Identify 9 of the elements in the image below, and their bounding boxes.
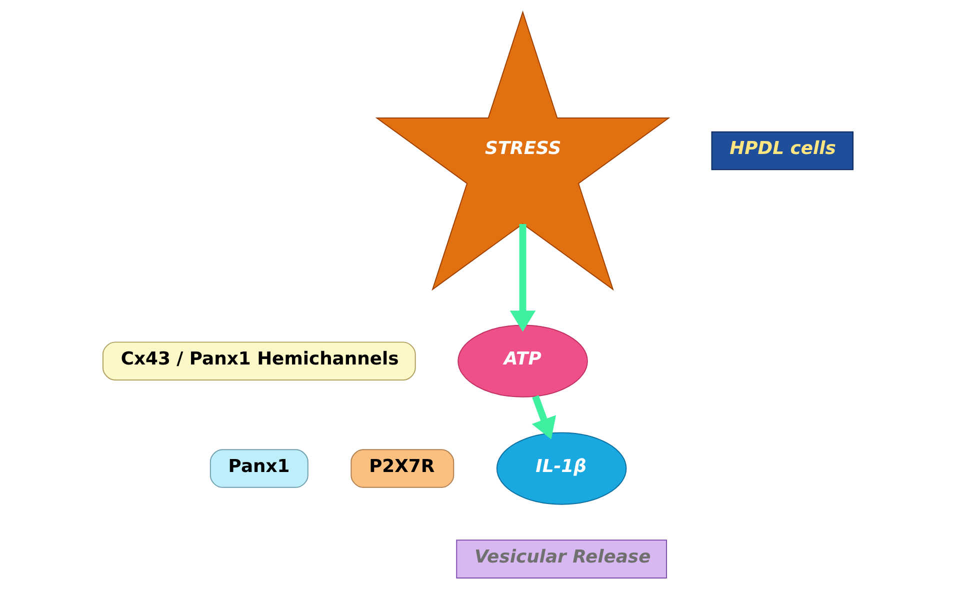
node-box: Cx43 / Panx1 Hemichannels	[102, 342, 416, 380]
node-ellipse: IL-1β	[496, 432, 627, 505]
node-box: Panx1	[210, 449, 308, 488]
node-box: P2X7R	[350, 449, 454, 488]
arrow	[510, 224, 536, 332]
node-box: HPDL cells	[711, 131, 854, 170]
node-ellipse: ATP	[458, 324, 588, 398]
node-box: Vesicular Release	[456, 540, 667, 578]
arrow	[532, 395, 556, 440]
